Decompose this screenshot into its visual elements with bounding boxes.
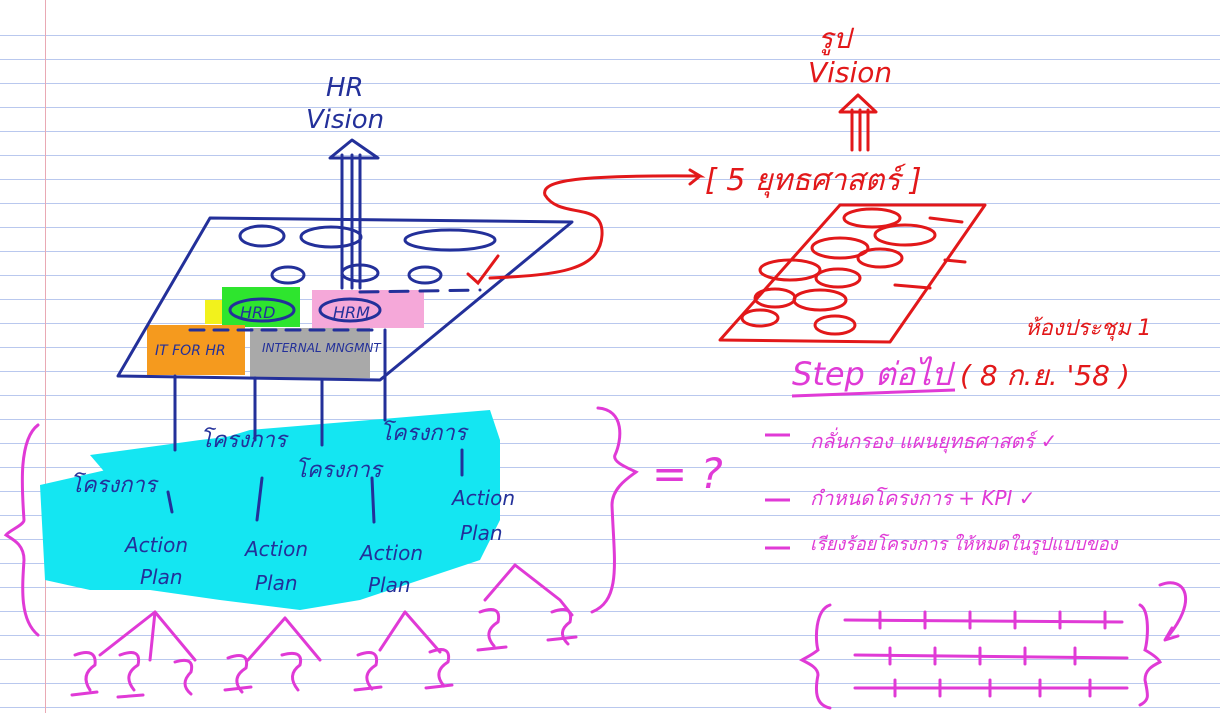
unit-hrd: HRD (240, 303, 275, 322)
hr-platform (116, 216, 574, 382)
hr-vision-label-line2: Vision (306, 105, 384, 135)
vision-arrow-red (838, 93, 878, 152)
red-connector-arrow (488, 168, 706, 280)
step-list: กลั่นกรอง แผนยุทธศาสตร์ ✓ กำหนดโครงการ +… (765, 427, 1119, 555)
action-plan-2-line1: Action (243, 537, 308, 561)
strategy-platform (718, 203, 987, 344)
action-plan-1-line1: Action (123, 533, 188, 557)
step-heading-underline (791, 388, 956, 398)
left-brace (3, 423, 40, 637)
action-plan-4-line2: Plan (460, 521, 503, 545)
task-tree (70, 563, 578, 699)
hr-vision-label-line1: HR (326, 73, 364, 103)
red-check (466, 254, 500, 286)
program-label-4: โครงการ (380, 420, 470, 446)
program-highlight (40, 410, 500, 610)
unit-internal-mngmnt: INTERNAL MNGMNT (262, 341, 382, 355)
equals-question-mark: = ? (652, 449, 723, 498)
action-plan-1-line2: Plan (140, 565, 183, 589)
vision-label: Vision (808, 56, 892, 89)
unit-hrm: HRM (333, 303, 370, 322)
step-heading: Step ต่อไป (792, 355, 956, 393)
program-label-3: โครงการ (295, 457, 385, 483)
meeting-room-note: ห้องประชุม 1 (1025, 316, 1151, 341)
action-plan-3-line2: Plan (368, 573, 411, 597)
middle-brace (590, 406, 639, 614)
action-plan-4-line1: Action (450, 486, 515, 510)
step-item-1: กลั่นกรอง แผนยุทธศาสตร์ ✓ (810, 427, 1057, 454)
timeline (799, 581, 1187, 710)
connectors (166, 328, 464, 524)
program-label-2: โครงการ (200, 427, 290, 453)
itforhr-orange-patch (147, 325, 245, 375)
internal-gray-patch (250, 328, 370, 378)
step-item-3: เรียงร้อยโครงการ ให้หมดในรูปแบบของ (810, 533, 1119, 555)
hr-vision-arrow (328, 138, 380, 290)
action-plan-3-line1: Action (358, 541, 423, 565)
margin-line (45, 0, 46, 713)
action-plan-2-line2: Plan (255, 571, 298, 595)
vision-label-thai: รูป (818, 22, 855, 56)
strategy-box: [ 5 ยุทธศาสตร์ ] (705, 163, 922, 198)
unit-it-for-hr: IT FOR HR (155, 343, 226, 359)
program-label-1: โครงการ (70, 472, 160, 498)
step-item-2: กำหนดโครงการ + KPI ✓ (810, 486, 1036, 510)
step-date: ( 8 ก.ย. '58 ) (960, 359, 1130, 392)
hrm-pink-patch (312, 290, 424, 328)
